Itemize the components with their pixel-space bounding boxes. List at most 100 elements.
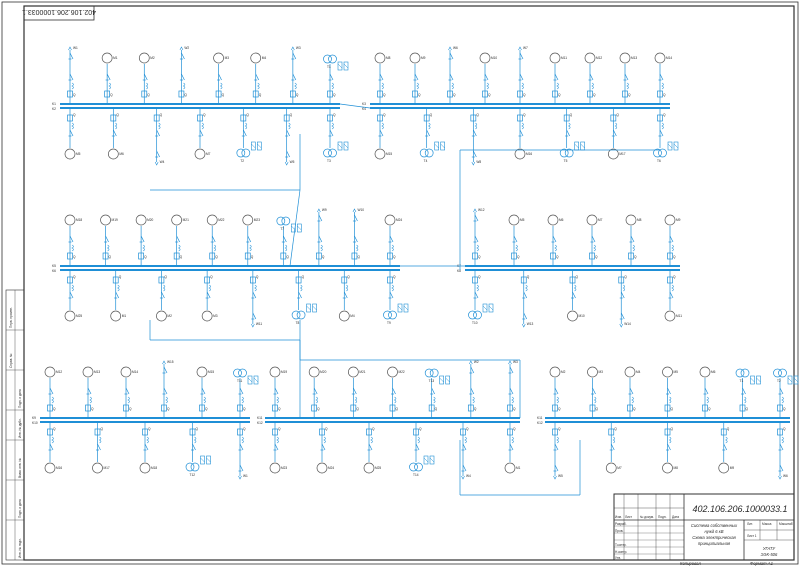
disconnector-blade [199, 129, 204, 137]
motor-label: M8 [637, 218, 642, 222]
switchgear-cell: QM3 [201, 270, 218, 322]
cell-device-label: Q [570, 113, 573, 117]
switchgear-cell: QT2 [773, 368, 799, 418]
breaker-symbol [517, 114, 523, 122]
arrester-symbol [787, 375, 793, 385]
arrester-symbol [257, 141, 262, 151]
title-line-2: Схема электрическая [692, 535, 736, 540]
arrester-diagonal [253, 377, 259, 383]
current-transformer-symbol [593, 244, 596, 252]
motor-symbol [138, 52, 150, 64]
org-line-1: ЭЭК-506 [761, 552, 778, 557]
arrester-symbol [251, 141, 256, 151]
cell-device-label: Q [595, 255, 598, 259]
switchgear-cell: QM3 [587, 366, 603, 418]
motor-symbol [196, 366, 208, 378]
disconnector-blade [779, 443, 784, 451]
motor-label: M6 [119, 152, 124, 156]
arrester-diagonal [423, 457, 429, 463]
cell-device-label: Q [393, 275, 396, 279]
cell-device-label: Q [296, 93, 299, 97]
transformer-winding [419, 148, 429, 158]
arrester-diagonal [434, 143, 439, 149]
transformer-winding [424, 148, 434, 158]
disconnector-blade [239, 443, 244, 451]
cell-device-label: Q [558, 407, 561, 411]
breaker-symbol [199, 404, 205, 412]
feeder-label: W12 [478, 208, 485, 212]
breaker-symbol [460, 428, 466, 436]
disconnector-blade [274, 387, 279, 395]
breaker-symbol [552, 404, 558, 412]
breaker-symbol [250, 276, 256, 284]
disconnector-blade [415, 443, 420, 451]
cell-device-label: Q [243, 407, 246, 411]
feeder-label: W1 [243, 474, 248, 478]
disconnector-blade [449, 73, 454, 81]
transformer-label: T1 [327, 65, 331, 69]
current-transformer-symbol [573, 284, 577, 292]
cell-device-label: Q [148, 427, 151, 431]
cell-device-label: Q [144, 255, 147, 259]
motor-label: M20 [320, 370, 326, 374]
motor-symbol [139, 462, 151, 474]
col-header-1: Лист [625, 515, 632, 519]
stage-header-0: Лит. [747, 522, 753, 526]
breaker-symbol [351, 252, 358, 260]
motor-label: M22 [399, 370, 405, 374]
motor-label: M4 [636, 370, 641, 374]
side-label-1: Справ. № [9, 353, 13, 368]
busbar-section: K3K4QM8QM9QW6QM10QW7QM11QM12QM13QM14QM15… [362, 46, 679, 166]
disconnector-blade [298, 291, 302, 299]
disconnector-blade [283, 235, 287, 243]
current-transformer-symbol [626, 82, 629, 90]
transformer-label: T10 [472, 321, 478, 325]
breaker-symbol [341, 276, 348, 284]
cell-device-label: Q [53, 407, 56, 411]
cell-device-label: Q [333, 113, 336, 117]
busbar-label: K5 [52, 264, 56, 268]
feeder-arrow [291, 46, 295, 51]
cell-device-label: Q [708, 407, 711, 411]
motor-symbol [213, 52, 224, 64]
current-transformer-symbol [276, 396, 279, 404]
role-row-2: Т.контр. [615, 543, 627, 547]
motor-label: M7 [617, 466, 622, 470]
arrester-symbol [793, 375, 799, 385]
feeder-arrow [553, 475, 557, 480]
breaker-symbol [472, 276, 478, 284]
breaker-symbol [102, 252, 109, 260]
title-line-3: принципиальная [698, 541, 731, 546]
breaker-symbol [520, 276, 527, 284]
current-transformer-symbol [393, 396, 397, 404]
breaker-symbol [423, 114, 430, 122]
breaker-symbol [142, 428, 148, 436]
motor-label: M6 [559, 218, 564, 222]
current-transformer-symbol [320, 244, 323, 252]
role-row-3: Н.контр. [615, 550, 627, 554]
current-transformer-symbol [142, 244, 145, 252]
disconnector-blade [473, 150, 477, 158]
arrester-diagonal [337, 143, 343, 149]
title-code: 402.106.206.1000033.1 [692, 504, 787, 514]
breaker-symbol [319, 428, 325, 436]
switchgear-cell: QT2 [236, 108, 262, 163]
cell-device-label: Q [396, 407, 399, 411]
current-transformer-symbol [451, 82, 454, 90]
arrester-symbol [482, 303, 488, 313]
current-transformer-symbol [162, 284, 166, 292]
disconnector-blade [247, 235, 252, 243]
breaker-symbol [85, 404, 91, 412]
cell-device-label: Q [783, 427, 786, 431]
current-transformer-symbol [612, 436, 616, 444]
cell-device-label: Q [356, 407, 359, 411]
motor-symbol [387, 366, 398, 378]
